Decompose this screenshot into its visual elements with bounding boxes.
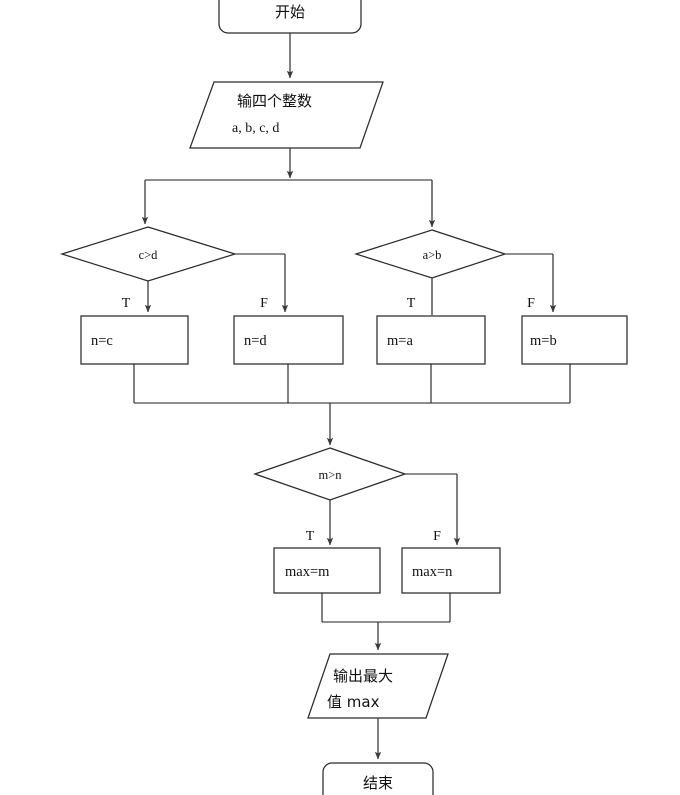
node-proc-nd[interactable] xyxy=(233,315,344,365)
node-proc-maxn-label: max=n xyxy=(412,564,453,580)
branch-label-mn-true: T xyxy=(306,529,315,544)
node-proc-ma[interactable] xyxy=(376,315,486,365)
node-proc-maxn[interactable] xyxy=(401,547,501,594)
node-input-label-line1: 输四个整数 xyxy=(237,92,312,110)
node-decision-cd-label: c>d xyxy=(139,248,159,262)
node-start-label: 开始 xyxy=(275,3,305,21)
node-proc-mb-label: m=b xyxy=(530,333,557,349)
branch-label-mn-false: F xyxy=(433,529,441,544)
node-output-label-line1: 输出最大 xyxy=(333,667,393,685)
branch-label-ab-false: F xyxy=(527,296,535,311)
node-proc-maxm-label: max=m xyxy=(285,564,330,580)
node-end-label: 结束 xyxy=(363,774,393,792)
node-proc-ma-label: m=a xyxy=(387,333,413,349)
node-proc-nc[interactable] xyxy=(80,315,189,365)
branch-label-cd-false: F xyxy=(260,296,268,311)
node-proc-nd-label: n=d xyxy=(244,333,267,349)
node-end[interactable] xyxy=(322,762,434,795)
branch-label-cd-true: T xyxy=(122,296,131,311)
node-output[interactable] xyxy=(307,653,449,719)
branch-label-ab-true: T xyxy=(407,296,416,311)
node-proc-nc-label: n=c xyxy=(91,333,113,349)
node-proc-maxm[interactable] xyxy=(273,547,381,594)
node-start[interactable] xyxy=(218,0,362,34)
node-output-label-line2: 值 max xyxy=(327,693,380,711)
node-input[interactable] xyxy=(189,81,384,149)
node-decision-mn-label: m>n xyxy=(318,468,342,482)
node-proc-mb[interactable] xyxy=(521,315,628,365)
node-decision-ab-label: a>b xyxy=(423,248,442,262)
node-input-label-line2: a, b, c, d xyxy=(232,121,279,136)
